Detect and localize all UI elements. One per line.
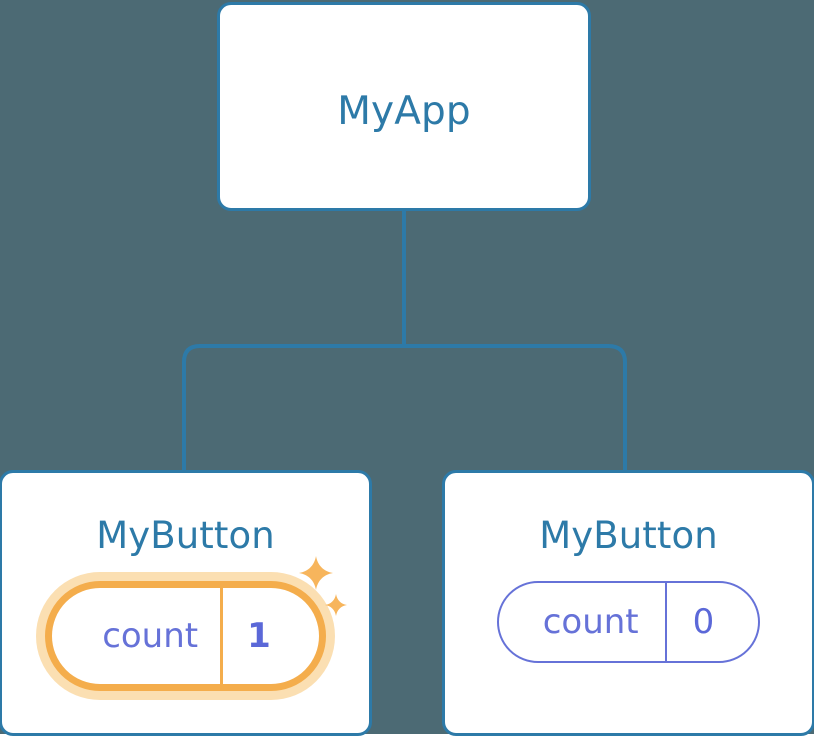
prop-value: 1 [247,616,271,656]
prop-divider [220,588,224,684]
prop-pill[interactable]: count 0 [496,581,761,663]
prop-key: count [102,616,199,656]
tree-node-mybutton-0[interactable]: MyButton count 1 [0,470,372,736]
tree-node-title: MyApp [337,89,471,134]
prop-value: 0 [692,602,715,642]
prop-pill-container: count 1 [2,556,369,691]
prop-key: count [542,602,639,642]
tree-node-myapp[interactable]: MyApp [217,2,591,211]
sparkle-icon [324,594,347,616]
tree-node-title: MyButton [96,514,275,557]
connector-branch-bus [182,344,627,470]
sparkle-icon [298,556,333,590]
prop-pill-highlighted[interactable]: count 1 [45,556,347,691]
tree-node-title: MyButton [539,514,718,557]
prop-pill-container: count 0 [445,581,812,663]
tree-node-mybutton-1[interactable]: MyButton count 0 [442,470,814,736]
prop-divider [664,583,667,661]
